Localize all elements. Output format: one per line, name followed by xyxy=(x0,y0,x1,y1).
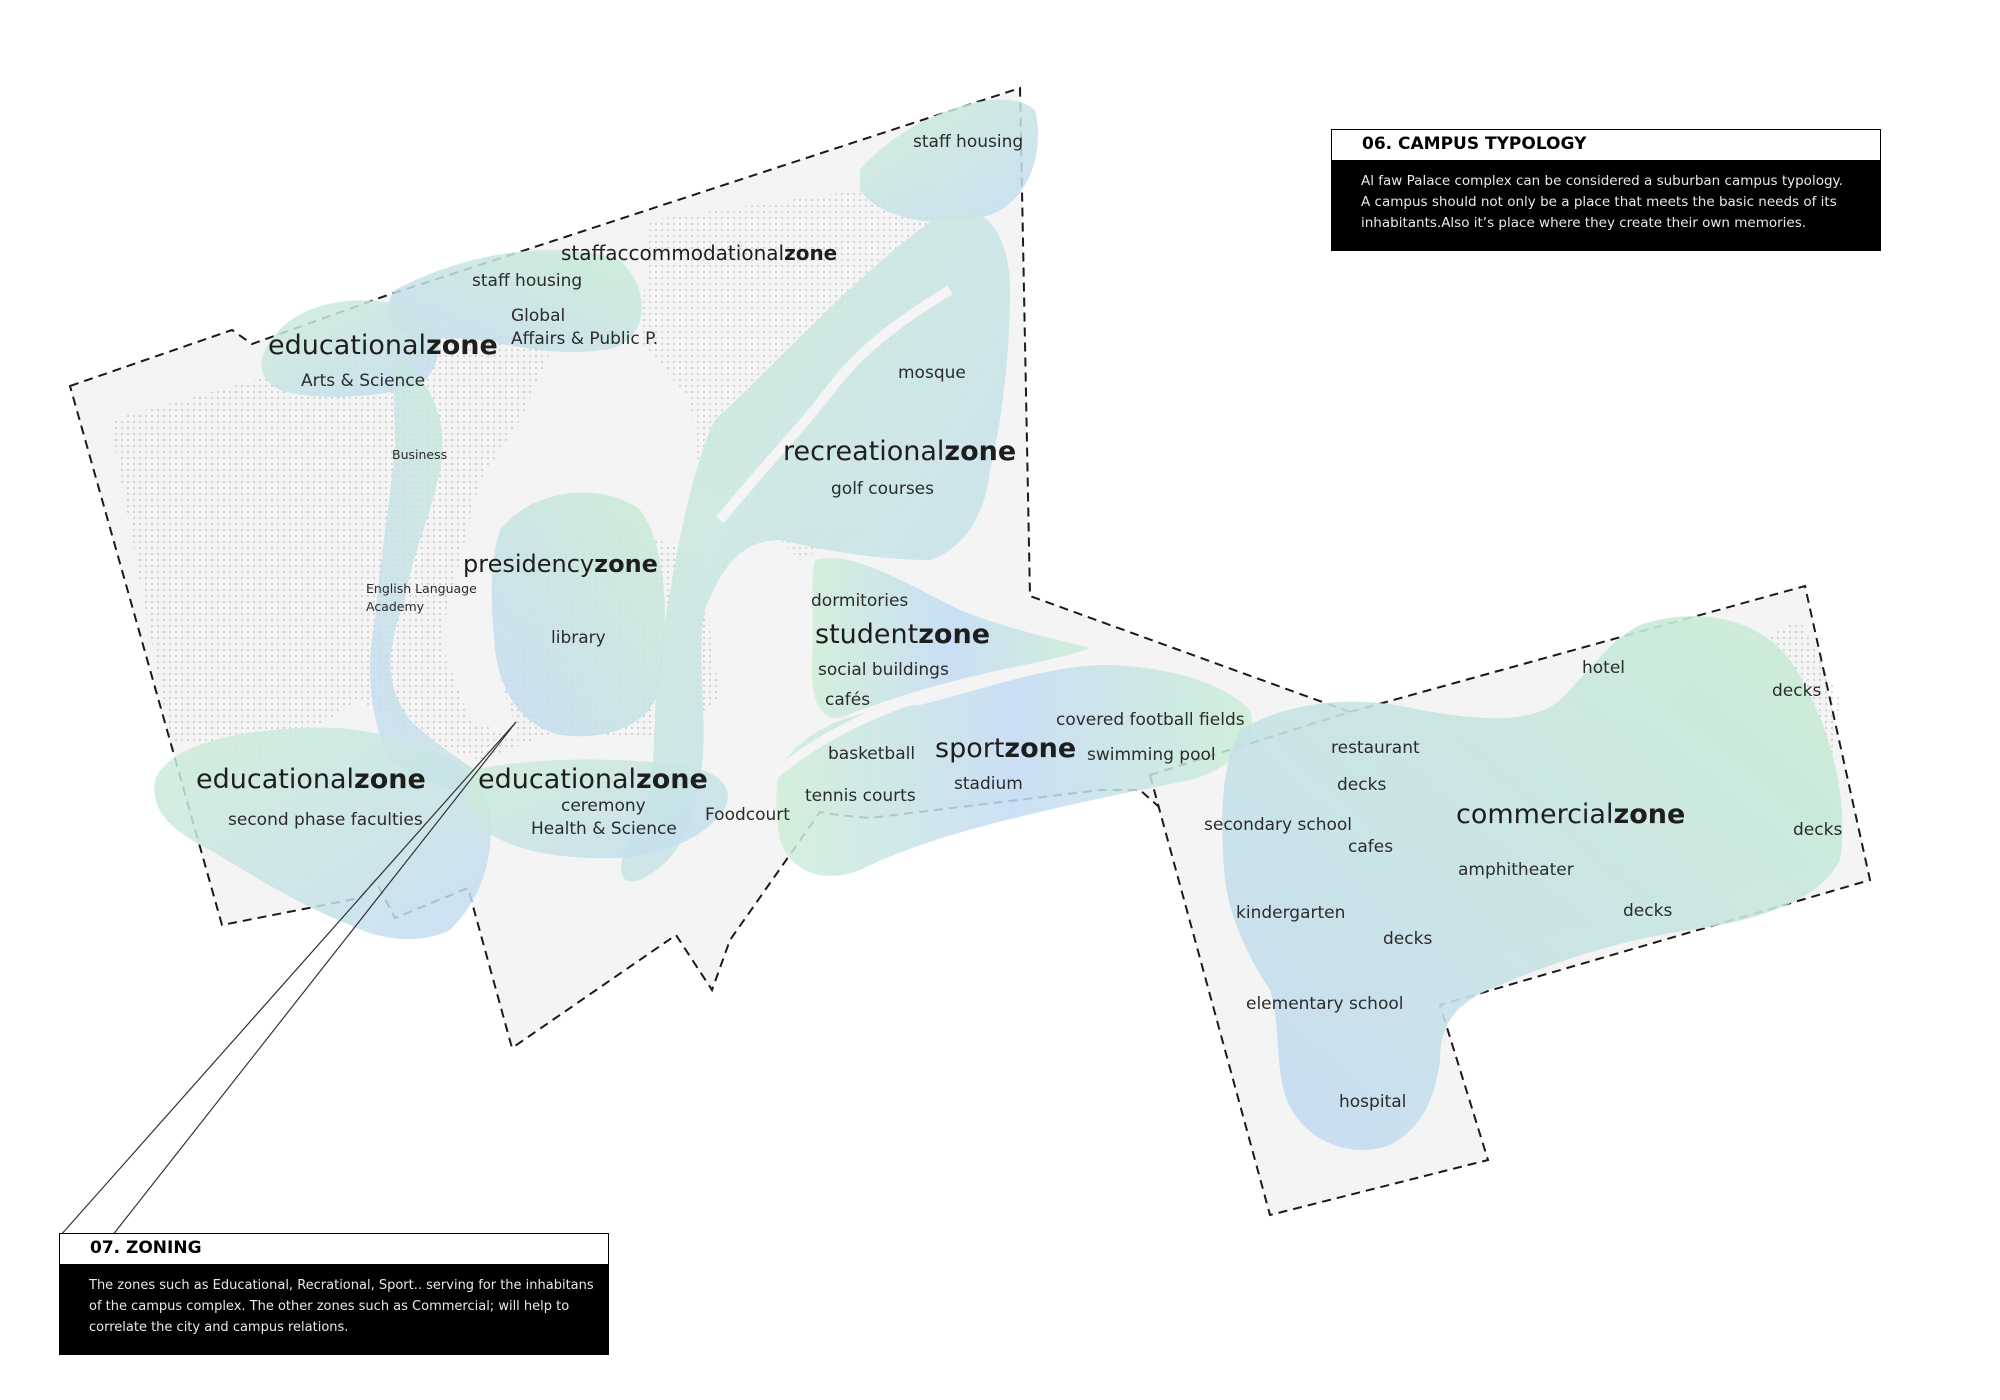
leader-line-2 xyxy=(111,721,517,1237)
label-golf-courses: golf courses xyxy=(831,479,934,499)
label-basketball: basketball xyxy=(828,744,915,764)
label-hospital: hospital xyxy=(1339,1092,1406,1112)
label-decks-se: decks xyxy=(1623,901,1672,921)
leader-line-1 xyxy=(59,721,517,1237)
label-affairs: Affairs & Public P. xyxy=(511,329,658,349)
typology-line: A campus should not only be a place that… xyxy=(1361,194,1837,210)
zoning-line: of the campus complex. The other zones s… xyxy=(89,1299,570,1314)
label-decks-ne: decks xyxy=(1772,681,1821,701)
label-restaurant: restaurant xyxy=(1331,738,1420,758)
label-staffaccommodational-zone: staffaccommodationalzone xyxy=(561,241,837,265)
label-hotel: hotel xyxy=(1582,658,1625,678)
white-path-center xyxy=(686,685,942,863)
label-educational-zone-south: educationalzone xyxy=(478,764,708,795)
label-academy: Academy xyxy=(366,599,425,614)
label-english-language: English Language xyxy=(366,581,477,596)
zoning-title: 07. ZONING xyxy=(59,1233,609,1265)
label-commercial-zone: commercialzone xyxy=(1456,799,1685,830)
label-tennis-courts: tennis courts xyxy=(805,786,916,806)
campus-typology-text: Al faw Palace complex can be considered … xyxy=(1331,161,1881,234)
label-decks-e: decks xyxy=(1793,820,1842,840)
blob-staff-housing-top xyxy=(860,99,1038,222)
label-library: library xyxy=(551,628,606,648)
label-decks-s: decks xyxy=(1383,929,1432,949)
label-educational-zone-sw: educationalzone xyxy=(196,764,426,795)
label-social-buildings: social buildings xyxy=(818,660,949,680)
blob-educational-north xyxy=(261,300,439,397)
label-staff-housing-left: staff housing xyxy=(472,271,582,291)
label-staff-housing-top: staff housing xyxy=(913,132,1023,152)
label-elementary-school: elementary school xyxy=(1246,994,1403,1014)
campus-typology-panel: 06. CAMPUS TYPOLOGY Al faw Palace comple… xyxy=(1331,129,1881,251)
label-global: Global xyxy=(511,306,565,326)
typology-line: inhabitants.Also it’s place where they c… xyxy=(1361,215,1807,231)
label-swimming-pool: swimming pool xyxy=(1087,745,1216,765)
label-cafes-student: cafés xyxy=(825,690,870,710)
label-sport-zone: sportzone xyxy=(935,733,1076,764)
label-recreational-zone: recreationalzone xyxy=(783,436,1016,467)
label-arts-science: Arts & Science xyxy=(301,371,425,391)
zoning-panel: 07. ZONING The zones such as Educational… xyxy=(59,1233,609,1355)
zoning-text: The zones such as Educational, Recration… xyxy=(59,1265,609,1338)
blob-student xyxy=(811,558,1090,719)
label-educational-zone-north: educationalzone xyxy=(268,330,498,361)
zoning-line: The zones such as Educational, Recration… xyxy=(89,1278,594,1293)
label-ceremony: ceremony xyxy=(561,796,646,816)
label-mosque: mosque xyxy=(898,363,966,383)
label-second-phase: second phase faculties xyxy=(228,810,423,830)
zoning-line: correlate the city and campus relations. xyxy=(89,1320,349,1335)
blob-educational-south xyxy=(465,759,728,859)
blob-recreational xyxy=(621,209,1010,882)
label-student-zone: studentzone xyxy=(815,619,990,650)
blob-presidency xyxy=(491,492,665,737)
label-decks-w: decks xyxy=(1337,775,1386,795)
label-foodcourt: Foodcourt xyxy=(705,805,790,825)
label-health-science: Health & Science xyxy=(531,819,677,839)
campus-typology-title: 06. CAMPUS TYPOLOGY xyxy=(1331,129,1881,161)
white-path-main xyxy=(716,285,953,524)
label-business: Business xyxy=(392,447,447,462)
blob-staff-accommodational xyxy=(388,250,642,353)
label-presidency-zone: presidencyzone xyxy=(463,550,658,578)
typology-line: Al faw Palace complex can be considered … xyxy=(1361,173,1843,189)
label-secondary-school: secondary school xyxy=(1204,815,1352,835)
label-stadium: stadium xyxy=(954,774,1023,794)
label-cafes-commercial: cafes xyxy=(1348,837,1393,857)
blob-sport xyxy=(776,665,1252,876)
blob-business-corridor xyxy=(370,360,500,793)
label-amphitheater: amphitheater xyxy=(1458,860,1574,880)
label-dormitories: dormitories xyxy=(811,591,908,611)
label-kindergarten: kindergarten xyxy=(1236,903,1345,923)
label-covered-football: covered football fields xyxy=(1056,710,1245,730)
blob-commercial xyxy=(1222,616,1843,1150)
blob-educational-sw xyxy=(154,727,491,940)
